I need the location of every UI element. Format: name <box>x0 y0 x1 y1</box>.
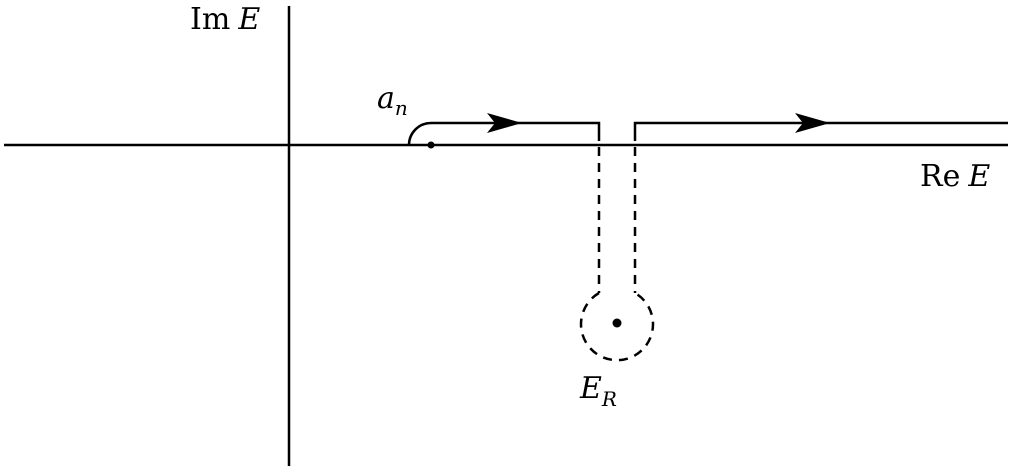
contour-left-segment <box>407 121 601 146</box>
contour-arrow-right <box>795 113 830 133</box>
threshold-point <box>427 141 435 149</box>
contour-right-segment <box>633 121 1008 141</box>
contour-arrow-left <box>487 113 522 133</box>
keyhole-circle <box>579 291 655 362</box>
resonance-label: ER <box>579 371 617 411</box>
resonance-pole <box>612 318 622 328</box>
threshold-label: an <box>377 81 408 120</box>
